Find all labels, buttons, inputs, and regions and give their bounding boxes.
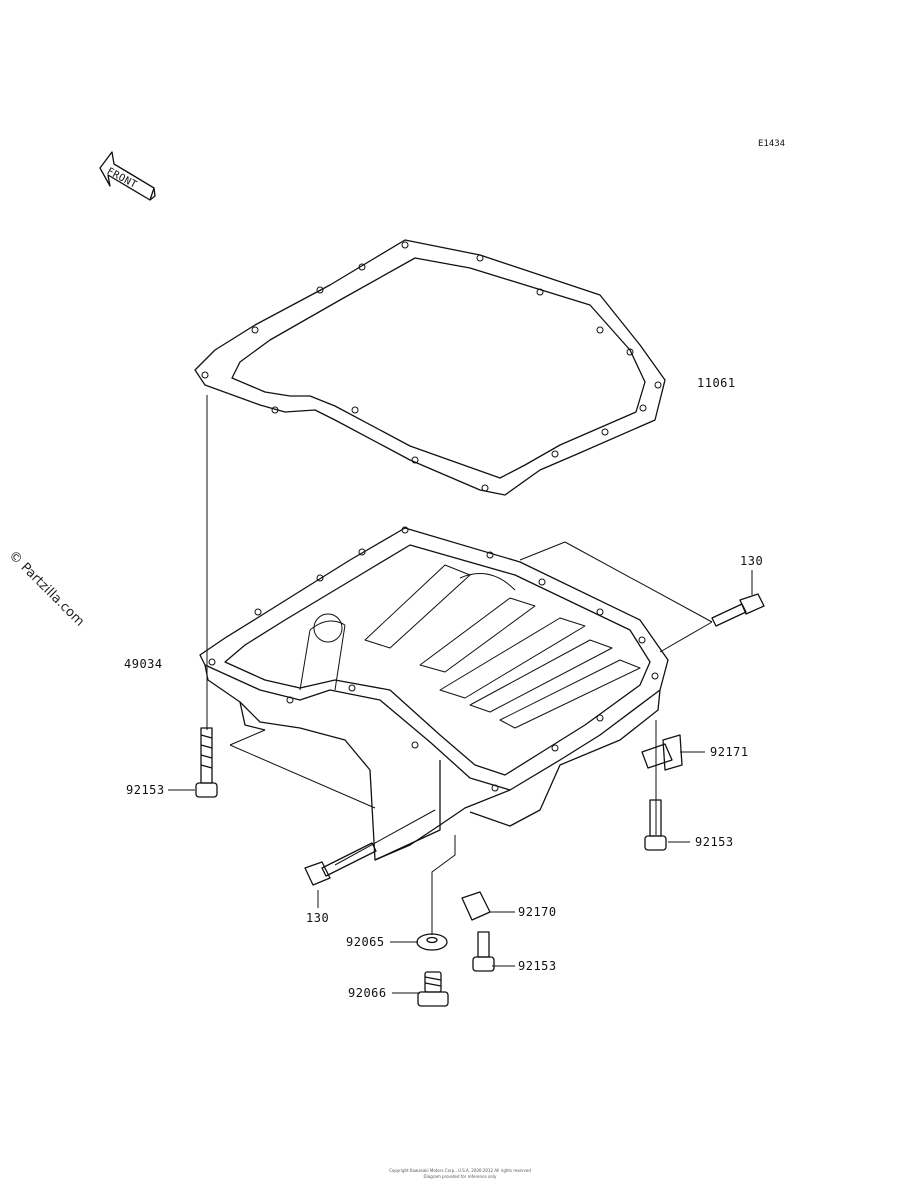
bolt-front-icon (304, 842, 377, 886)
bolt-right-lower-icon (644, 799, 667, 851)
clamp-lower-icon (461, 891, 491, 921)
drain-plug-icon (417, 971, 449, 1007)
oil-pan-shape (199, 526, 669, 861)
part-label-11061[interactable]: 11061 (697, 376, 736, 390)
part-label-92153-right[interactable]: 92153 (695, 835, 734, 849)
bolt-lower-icon (472, 931, 495, 972)
bolt-left-icon (195, 727, 218, 798)
bolt-right-icon (711, 593, 765, 627)
washer-icon (416, 933, 448, 951)
clamp-right-icon (641, 734, 683, 771)
part-label-92066[interactable]: 92066 (348, 986, 387, 1000)
part-label-92170[interactable]: 92170 (518, 905, 557, 919)
footer-line-2: Diagram provided for reference only (423, 1174, 497, 1179)
part-label-92153-lower[interactable]: 92153 (518, 959, 557, 973)
part-label-92065[interactable]: 92065 (346, 935, 385, 949)
part-label-130-right[interactable]: 130 (740, 554, 764, 568)
part-label-92171[interactable]: 92171 (710, 745, 749, 759)
leader-lines (168, 395, 753, 994)
part-label-49034[interactable]: 49034 (124, 657, 163, 671)
diagram-code: E1434 (758, 139, 786, 149)
footer-line-1: Copyright Kawasaki Motors Corp., U.S.A. … (389, 1168, 531, 1173)
part-label-92153-left[interactable]: 92153 (126, 783, 165, 797)
front-direction-arrow-icon (99, 151, 156, 201)
gasket-shape (194, 239, 666, 496)
part-label-130-front[interactable]: 130 (306, 911, 330, 925)
